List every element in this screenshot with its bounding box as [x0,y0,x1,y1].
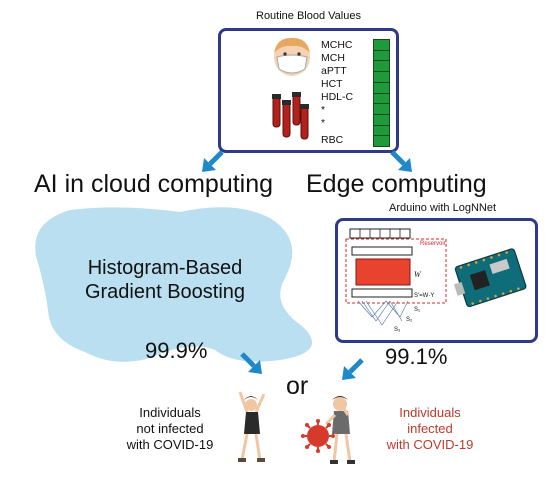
reservoir-label: Reservoir [420,241,446,247]
arrow-cloud-down [240,352,262,374]
blood-param: HCT [321,78,343,90]
blood-param: RBC [321,134,344,146]
person-cheering-icon [238,391,266,462]
blood-param: MCH [321,52,345,64]
cloud-model-line1: Histogram-Based [87,257,243,279]
virus-icon [301,419,335,453]
w-label: W [414,270,422,279]
or-connector: or [286,372,309,400]
infected-line1: Individuals [399,405,461,420]
arduino-board-icon [453,248,527,308]
cloud-model-name: Histogram-Based Gradient Boosting [40,256,290,304]
s1-label: S₁ [414,307,420,313]
blood-tubes-icon [272,92,309,140]
blood-param: aPTT [321,65,347,77]
cloud-accuracy: 99.9% [145,338,208,363]
infected-line2: infected [407,421,453,436]
infected-line3: with COVID-19 [386,437,474,452]
blood-values-box: MCHC MCH aPTT HCT HDL-C * * RBC [218,28,399,153]
arrow-to-cloud [202,150,224,172]
feature-vector-bar [373,39,390,147]
arrow-to-edge [390,150,412,172]
not-infected-line3: with COVID-19 [126,437,214,452]
blood-param: * [321,117,326,129]
blood-param: * [321,104,326,116]
formula-label: S'=W·Y [414,293,434,299]
blood-param: MCHC [321,39,353,51]
cloud-model-line2: Gradient Boosting [84,281,246,303]
cloud-branch-title: AI in cloud computing [34,170,274,198]
outcome-infected: Individuals infected with COVID-19 [375,405,485,453]
blood-param: HDL-C [321,91,354,103]
edge-accuracy: 99.1% [385,344,448,369]
outcome-not-infected: Individuals not infected with COVID-19 [120,405,220,453]
lognnet-diagram-icon: Reservoir W S'=W·Y S₁ S₂ S₃ [345,228,447,333]
cloud-blob [35,207,313,362]
arrow-edge-down [342,358,364,380]
s2-label: S₂ [406,317,413,323]
person-virus-icon [301,396,355,464]
s3-label: S₃ [394,327,401,333]
edge-branch-title: Edge computing [306,170,487,198]
not-infected-line1: Individuals [139,405,201,420]
edge-device-label: Arduino with LogNNet [389,202,497,214]
not-infected-line2: not infected [136,421,204,436]
edge-box: Reservoir W S'=W·Y S₁ S₂ S₃ [335,218,538,343]
header-title: Routine Blood Values [256,10,361,22]
patient-mask-icon [274,37,310,76]
